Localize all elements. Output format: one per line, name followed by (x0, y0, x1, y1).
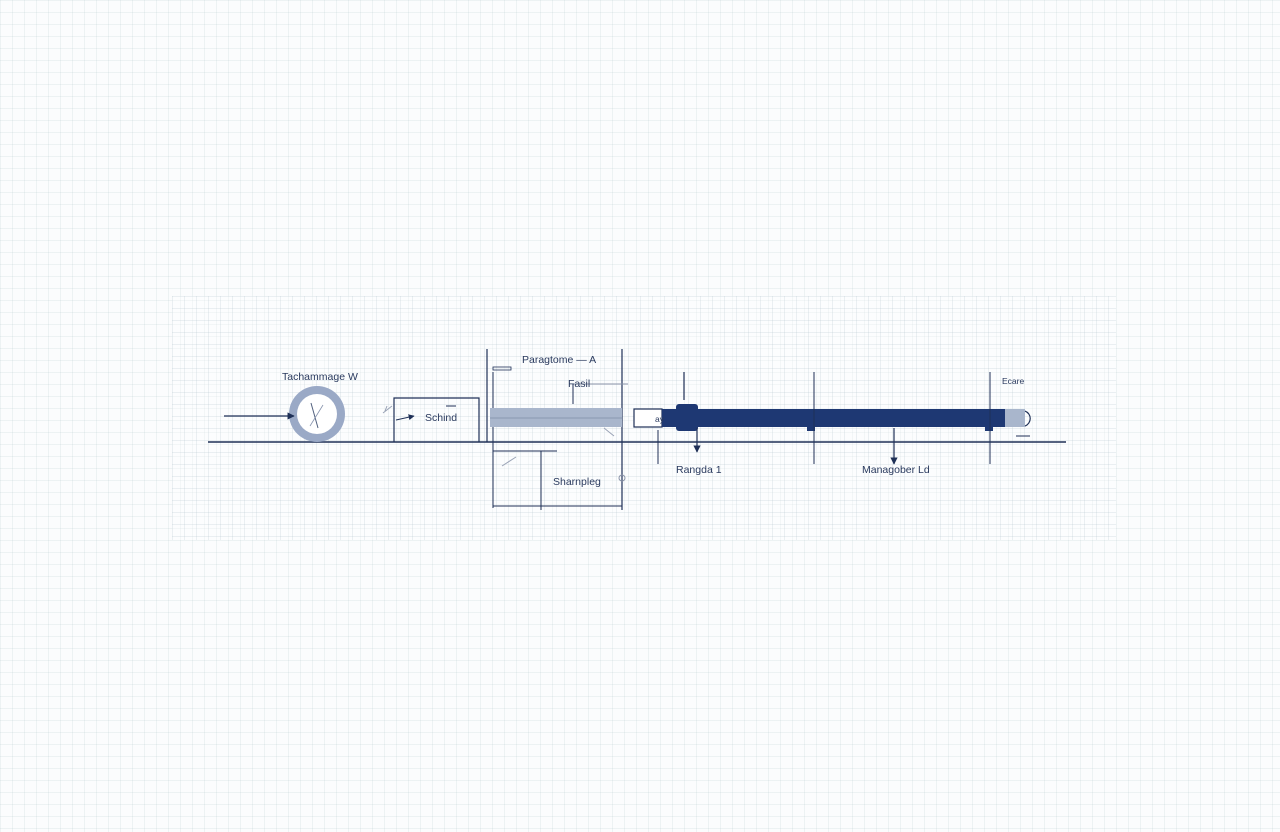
support-right-label: Managober Ld (862, 464, 930, 476)
wheel-assembly (224, 386, 345, 442)
lower-dimension-label: Sharnpleg (553, 476, 601, 488)
rod-light-section (490, 408, 622, 427)
lower-dim-node (618, 474, 626, 482)
wheel-spoke (310, 402, 319, 429)
sketch-arrow (603, 427, 615, 437)
rod-dark-section (662, 409, 1005, 427)
wheel-spoke (309, 404, 324, 427)
rod-end-light (1005, 409, 1025, 427)
rod-clip (985, 425, 993, 431)
box-leader (395, 414, 415, 421)
rod-assembly (633, 372, 1031, 465)
marker-small-label: ay (655, 414, 665, 424)
box-outline (393, 397, 480, 442)
box-sketch-mark (382, 405, 393, 414)
rod-clip (807, 425, 815, 431)
end-cap-label: Ecare (1002, 376, 1024, 386)
top-dimension-label: Paragtome — A (522, 354, 596, 366)
flag-label: Fasil (568, 378, 590, 390)
sketch-arrow (501, 456, 517, 467)
frame-top-tick (492, 366, 512, 371)
support-left-label: Rangda 1 (676, 464, 722, 476)
box-label: Schind (425, 412, 457, 424)
frame-assembly (486, 349, 628, 510)
box-assembly (382, 397, 480, 442)
wheel-label: Tachammage W (282, 371, 358, 383)
rod-end-cap (1024, 410, 1031, 427)
